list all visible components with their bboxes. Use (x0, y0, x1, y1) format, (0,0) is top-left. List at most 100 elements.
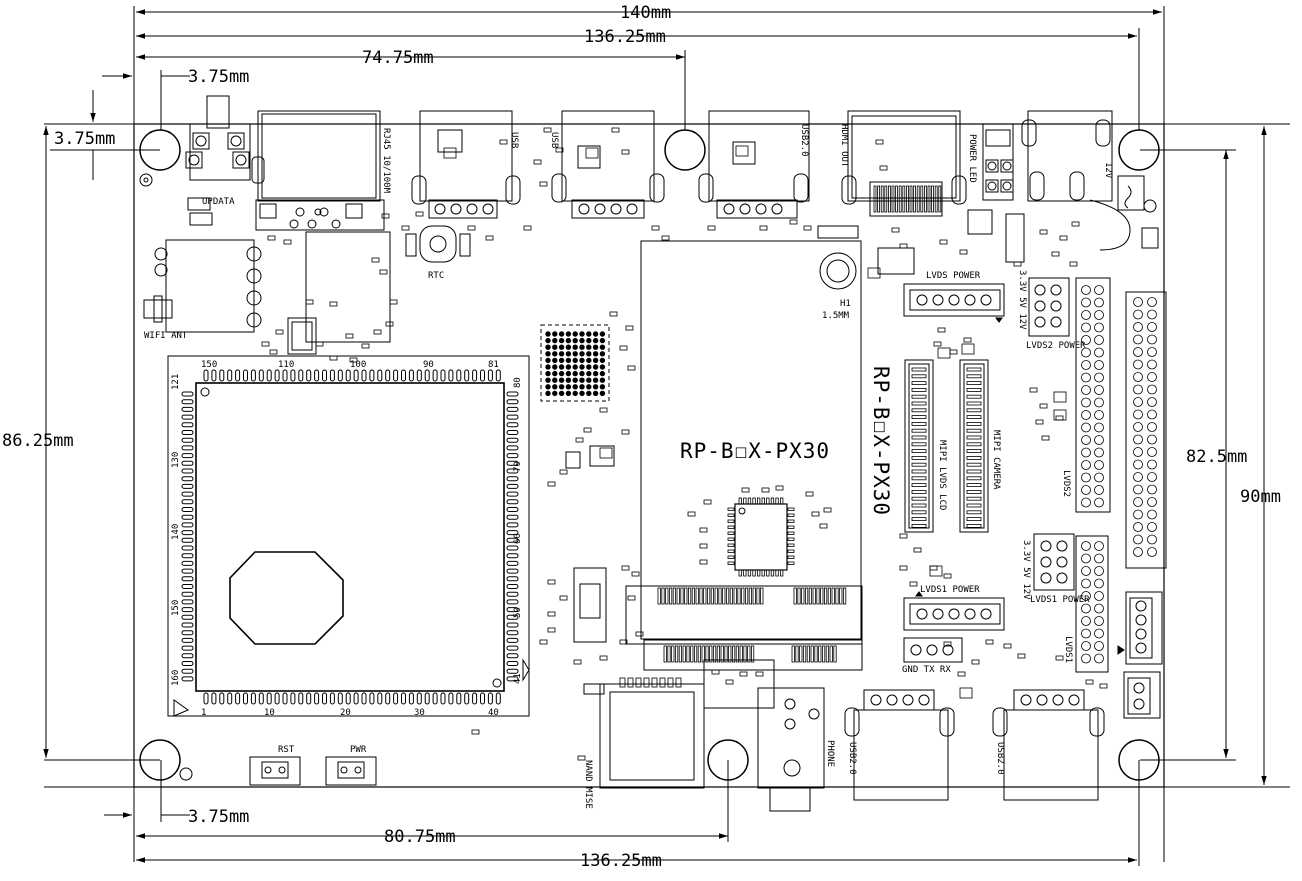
chip-pin (181, 584, 194, 589)
chip-pin (408, 369, 414, 382)
smd-passive (575, 437, 584, 443)
pwr-label: PWR (350, 745, 367, 755)
hdmi-pin (931, 185, 934, 213)
smd-passive (621, 429, 630, 435)
header-pin (1147, 534, 1157, 545)
qfp-pin (787, 519, 795, 523)
chip-pin (401, 692, 406, 705)
pin-label-top-4: 81 (488, 360, 499, 370)
bga-ball (572, 390, 578, 397)
smd-passive (485, 235, 494, 241)
chip-pin (250, 369, 256, 382)
bga-ball (565, 370, 572, 377)
header-pin (1147, 297, 1157, 307)
bga-ball (565, 331, 572, 337)
fpc-pad (966, 374, 982, 379)
header-pin (1081, 372, 1091, 383)
chip-pin (181, 468, 194, 474)
edge-pad (675, 645, 679, 663)
usb-bottom-2-label: USB2.0 (995, 742, 1005, 775)
chip-pin (181, 499, 194, 505)
smd-passive (789, 219, 798, 225)
dim-3-75-bottom: 3.75mm (188, 807, 249, 827)
smd-passive (621, 565, 630, 571)
chip-pin (181, 453, 194, 459)
header-pin (1081, 591, 1091, 601)
h1-label: H1 (840, 299, 851, 309)
chip-pin (181, 522, 194, 528)
soc-module (640, 240, 862, 640)
chip-pin (181, 560, 194, 566)
chip-pin (472, 692, 478, 705)
bga-ball (586, 384, 592, 390)
edge-pad (691, 587, 696, 605)
chip-pin (181, 530, 194, 536)
edge-pad (756, 587, 760, 605)
pin-label-top-2: 100 (350, 360, 366, 370)
header-pin (1133, 547, 1143, 557)
smd-ic (1053, 409, 1067, 421)
header-pin (1133, 509, 1143, 520)
edge-pad (816, 587, 820, 605)
smd-passive (583, 427, 592, 433)
usb-top-1-label: USB (509, 132, 519, 148)
smd-passive (909, 581, 918, 587)
smd-passive (899, 565, 908, 571)
smd-ic (443, 147, 457, 159)
header-pin (1133, 397, 1143, 407)
header-pin (1081, 628, 1091, 639)
chip-pin (506, 399, 519, 405)
smd-passive (1069, 261, 1078, 267)
bga-ball (599, 377, 606, 383)
smd-passive (725, 679, 734, 685)
bga-ball (545, 364, 551, 370)
fpc-pad (966, 524, 982, 528)
dc-jack (1027, 110, 1113, 202)
fpc-pad (966, 469, 982, 474)
smd-passive (939, 239, 948, 245)
smd-passive (631, 571, 640, 577)
chip-pin (369, 692, 375, 705)
header-pin (1147, 334, 1157, 345)
updata-label: UPDATA (202, 197, 235, 207)
smd-passive (573, 659, 582, 665)
bga-ball (558, 364, 565, 370)
pin-label-right-3: 50 (513, 607, 523, 618)
hdmi-pin (913, 185, 916, 213)
smd-passive (687, 511, 696, 517)
edge-pad (688, 587, 692, 605)
smd-passive (661, 235, 670, 241)
tf-pad (667, 677, 674, 688)
fpc-pad (911, 510, 927, 515)
chip-pin (456, 369, 462, 382)
smd-passive (349, 357, 358, 363)
chip-pin (506, 422, 519, 428)
header-pin (1133, 484, 1143, 495)
chip-pin (181, 614, 194, 620)
chip-pin (506, 514, 519, 520)
bga-ball (545, 357, 551, 364)
bga-ball (572, 384, 578, 390)
header-pin (1147, 359, 1157, 370)
pin-label-left-2: 140 (171, 524, 181, 540)
header-pin (1133, 422, 1143, 432)
qfp-pin (743, 497, 747, 505)
chip-pin (211, 369, 217, 382)
chip-pin (369, 369, 375, 382)
chip-pin (464, 369, 470, 382)
smd-passive (1059, 235, 1068, 241)
hdmi-pin (880, 185, 884, 213)
smd-passive (699, 543, 708, 549)
chip-pin (227, 369, 233, 382)
pin-label-top-1: 110 (278, 360, 294, 370)
chip-pin (506, 576, 519, 582)
edge-pad (710, 587, 715, 605)
bga-ball (545, 390, 551, 397)
smd-passive (1051, 251, 1060, 257)
qfp-pin (747, 497, 752, 505)
board-name: RP-B☐X-PX30 (680, 439, 830, 463)
header-pin (1147, 422, 1157, 432)
edge-pad (671, 645, 675, 663)
pwr-button (325, 756, 377, 786)
header-pin (1081, 566, 1091, 576)
